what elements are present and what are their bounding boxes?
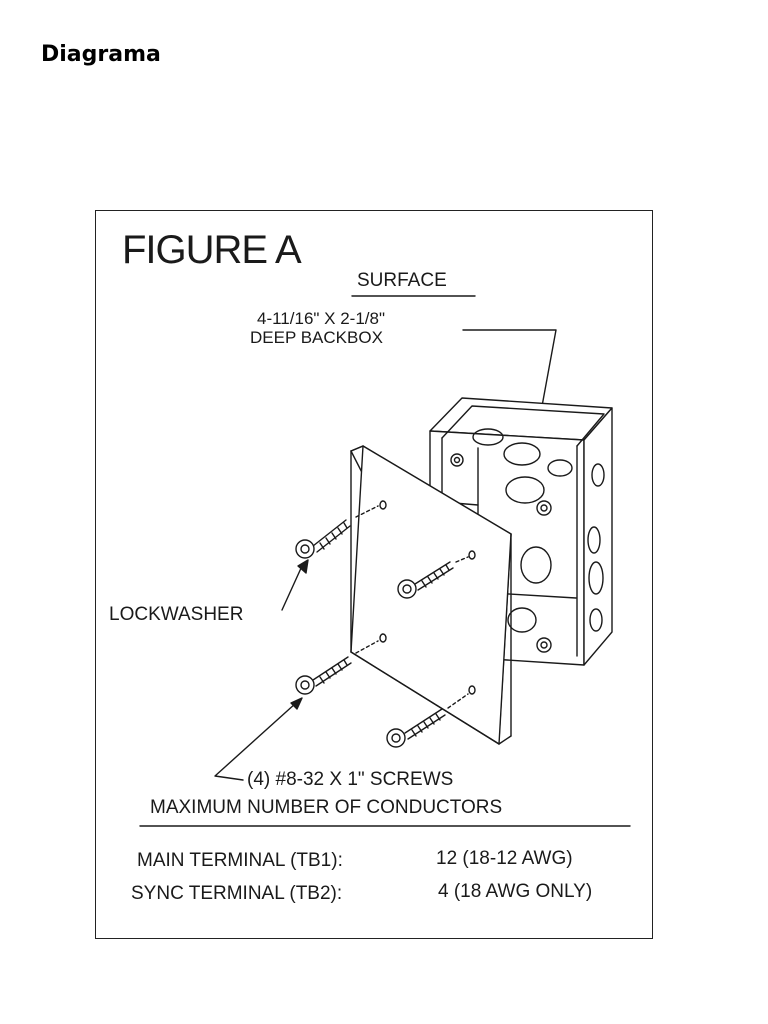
figure-title: FIGURE A bbox=[122, 228, 302, 272]
surface-label: SURFACE bbox=[357, 270, 447, 291]
lockwasher-label: LOCKWASHER bbox=[109, 604, 244, 625]
lockwasher-leader-arrow bbox=[297, 559, 309, 574]
backbox-size-label: 4-11/16" X 2-1/8" bbox=[257, 309, 385, 328]
screws-label: (4) #8-32 X 1" SCREWS bbox=[247, 769, 454, 790]
cover-plate bbox=[350, 445, 512, 745]
conductors-heading: MAXIMUM NUMBER OF CONDUCTORS bbox=[150, 797, 503, 818]
backbox-leader-line bbox=[462, 329, 557, 429]
lockwasher-leader-line bbox=[281, 565, 303, 611]
main-terminal-label: MAIN TERMINAL (TB1): bbox=[137, 850, 343, 871]
screw-lower-left bbox=[295, 640, 379, 695]
screw-upper-right bbox=[397, 556, 469, 599]
page-heading: Diagrama bbox=[41, 42, 161, 67]
screw-lower-right bbox=[386, 693, 469, 748]
screws-leader-line bbox=[214, 702, 297, 781]
main-terminal-value: 12 (18-12 AWG) bbox=[436, 848, 573, 869]
sync-terminal-label: SYNC TERMINAL (TB2): bbox=[131, 883, 343, 904]
sync-terminal-value: 4 (18 AWG ONLY) bbox=[438, 881, 593, 902]
screws-leader-arrow bbox=[290, 697, 303, 710]
backbox-type-label: DEEP BACKBOX bbox=[250, 328, 383, 347]
screw-upper-left bbox=[295, 505, 379, 559]
